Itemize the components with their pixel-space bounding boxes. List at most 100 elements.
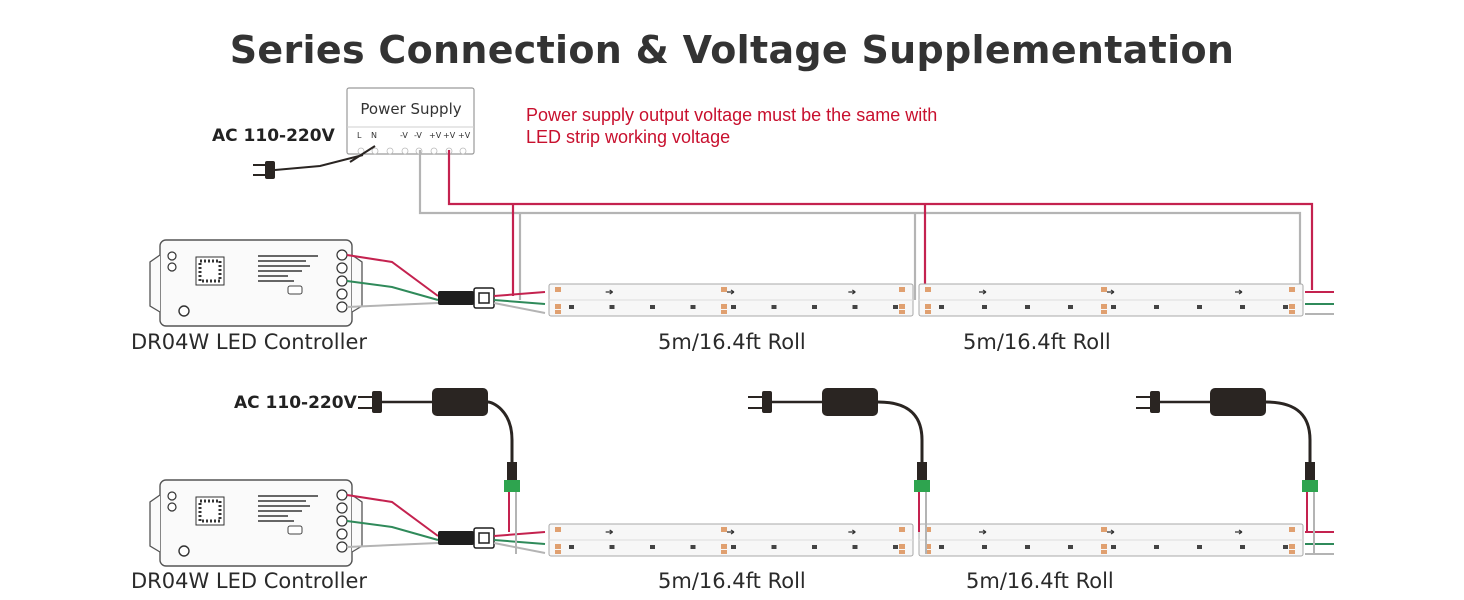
led-chip (982, 305, 987, 309)
power-adapters (358, 388, 1318, 554)
power-supply-terminal: -V (414, 131, 422, 140)
controller-bottom (149, 479, 546, 567)
dc-connector-icon (1302, 480, 1318, 492)
controller-label-top: DR04W LED Controller (131, 330, 368, 354)
solder-pad (899, 550, 905, 554)
led-chip (1197, 305, 1202, 309)
ac-voltage-label-top: AC 110-220V (212, 126, 335, 146)
solder-pad (925, 544, 931, 549)
solder-pad (721, 550, 727, 554)
dc-connector-icon (914, 480, 930, 492)
solder-pad (555, 304, 561, 309)
adapter-cable (487, 400, 514, 462)
solder-pad (899, 287, 905, 292)
solder-pad (1101, 527, 1107, 532)
dc-jack (917, 462, 927, 480)
direction-arrow-icon (605, 529, 613, 535)
solder-pad (899, 544, 905, 549)
solder-pad (1289, 287, 1295, 292)
controller-label-bottom: DR04W LED Controller (131, 569, 368, 593)
dc-connector-icon (504, 480, 520, 492)
led-chip (609, 545, 615, 549)
voltage-note-line-1: Power supply output voltage must be the … (526, 105, 938, 125)
led-chip (852, 545, 858, 549)
led-chip (1154, 305, 1159, 309)
plug-icon (372, 391, 382, 413)
solder-pad (1289, 310, 1295, 314)
led-chip (690, 305, 696, 309)
roll-label-bottom-2: 5m/16.4ft Roll (966, 569, 1114, 593)
solder-pad (1101, 550, 1107, 554)
solder-pad (925, 550, 931, 554)
solder-pad (925, 287, 931, 292)
led-chip (1111, 545, 1116, 549)
dc-jack (1305, 462, 1315, 480)
led-chip (1154, 545, 1159, 549)
solder-pad (721, 544, 727, 549)
led-chip (893, 305, 898, 309)
led-chip (650, 305, 655, 309)
direction-arrow-icon (605, 289, 613, 295)
led-chip (1197, 545, 1202, 549)
solder-pad (899, 304, 905, 309)
solder-pad (1101, 287, 1107, 292)
led-chip (1068, 305, 1073, 309)
voltage-note: Power supply output voltage must be the … (526, 104, 937, 148)
solder-pad (899, 310, 905, 314)
led-chip (609, 305, 615, 309)
solder-pad (721, 287, 727, 292)
led-chip (1240, 545, 1245, 549)
ac-voltage-label-bottom: AC 110-220V (234, 393, 357, 413)
solder-pad (1289, 544, 1295, 549)
power-supply-terminal: N (371, 131, 377, 140)
direction-arrow-icon (979, 289, 987, 295)
solder-pad (1289, 527, 1295, 532)
led-chip (1283, 305, 1288, 309)
dc-jack (507, 462, 517, 480)
power-supply-label: Power Supply (360, 100, 462, 118)
power-adapter-icon (432, 388, 488, 416)
power-supply-terminal: +V (429, 131, 442, 140)
solder-pad (721, 304, 727, 309)
led-chip (939, 545, 944, 549)
power-supply-terminal: L (357, 131, 362, 140)
plug-icon (1150, 391, 1160, 413)
solder-pad (555, 550, 561, 554)
direction-arrow-icon (1235, 529, 1243, 535)
top-power-wires (418, 150, 1314, 300)
solder-pad (925, 310, 931, 314)
ac-plug-icon (253, 145, 376, 179)
power-supply-terminal: +V (458, 131, 471, 140)
led-chip (1025, 545, 1030, 549)
solder-pad (899, 527, 905, 532)
power-supply-box (346, 87, 475, 155)
led-chip (731, 545, 736, 549)
led-chip (771, 545, 777, 549)
led-chip (1025, 305, 1030, 309)
solder-pad (1289, 304, 1295, 309)
led-chip (1283, 545, 1288, 549)
direction-arrow-icon (1107, 289, 1115, 295)
solder-pad (555, 287, 561, 292)
solder-pad (1101, 544, 1107, 549)
roll-label-top-1: 5m/16.4ft Roll (658, 330, 806, 354)
power-supply-terminal: +V (443, 131, 456, 140)
solder-pad (555, 527, 561, 532)
voltage-note-line-2: LED strip working voltage (526, 127, 731, 147)
led-chip (812, 545, 817, 549)
roll-label-bottom-1: 5m/16.4ft Roll (658, 569, 806, 593)
solder-pad (925, 304, 931, 309)
led-chip (771, 305, 777, 309)
power-adapter-icon (1210, 388, 1266, 416)
solder-pad (555, 310, 561, 314)
plug-icon (762, 391, 772, 413)
power-adapter-icon (822, 388, 878, 416)
led-chip (690, 545, 696, 549)
direction-arrow-icon (979, 529, 987, 535)
led-chip (1111, 305, 1116, 309)
led-chip (569, 545, 574, 549)
solder-pad (721, 310, 727, 314)
led-chip (1068, 545, 1073, 549)
